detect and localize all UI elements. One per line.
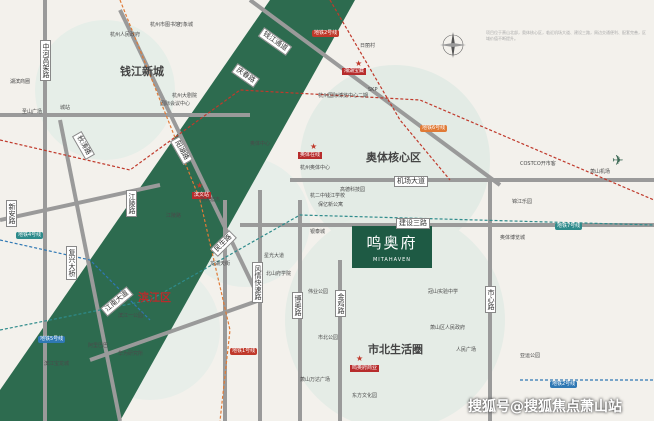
zone-circle (35, 20, 175, 160)
metro-tag: 地铁2号线 (312, 30, 340, 37)
poi-label: 滨江宝龙城 (44, 361, 70, 367)
poi-label: 滨江一公园 (118, 313, 144, 319)
poi-label: 奥体中心 (250, 141, 271, 147)
poi-label: 杭州大剧院 (172, 93, 198, 99)
poi-label: 日丽村 (360, 43, 376, 49)
poi-label: 亚运公园 (520, 353, 541, 359)
compass-icon (440, 32, 466, 58)
district-shibei: 市北生活圈 (368, 343, 423, 356)
poi-label: 华为研究所 (118, 351, 144, 357)
poi-label: 高德科技园 (340, 187, 366, 193)
metro-tag: 地铁6号线 (420, 125, 448, 132)
watermark: 搜狐号@搜狐焦点萧山站 (468, 399, 622, 415)
district-binjiang: 滨江区 (138, 291, 171, 304)
district-aoti: 奥体核心区 (366, 151, 421, 164)
star-icon: ★ (196, 181, 204, 190)
red-tag: 湘湖宝藏 (342, 68, 367, 75)
poi-label: SKP (368, 87, 378, 93)
poi-label: 市北公园 (318, 335, 339, 341)
project-name: 鸣奥府 (366, 234, 418, 252)
road-label: 复兴大桥 (66, 246, 77, 280)
map-description: 项目位于萧山北部，奥体核心区，临近机场大道、建设三路，周边交通便利、配套完善，区… (486, 30, 646, 41)
star-icon: ★ (356, 354, 364, 363)
road-label: 金鸡路 (335, 290, 346, 317)
star-icon: ★ (310, 142, 318, 151)
poi-label: 星光大道 (264, 253, 285, 259)
poi-label: 奥体博览城 (500, 235, 526, 241)
poi-label: 杭州国际博览中心二期 (318, 93, 369, 99)
zone-circle (300, 65, 490, 255)
poi-label: 杭州人民政府 (110, 32, 141, 38)
poi-label: 冠山实验中学 (428, 289, 459, 295)
poi-label: 北山府学院 (266, 271, 292, 277)
poi-label: 萧山机场 (590, 169, 611, 175)
project-marker[interactable]: 鸣奥府 MITAHAVEN (352, 226, 432, 268)
project-english-name: MITAHAVEN (372, 257, 412, 263)
road-label: 机场大道 (394, 176, 428, 187)
road-label: 市心路 (485, 286, 496, 313)
poi-label: 萧山区人民政府 (430, 325, 466, 331)
poi-label: 萧山万达广场 (300, 377, 331, 383)
metro-tag: 地铁7号线 (555, 223, 583, 230)
poi-label: 江陵路 (166, 213, 182, 219)
poi-label: 杭州奥体中心 (300, 165, 331, 171)
metro-tag: 地铁4号线 (16, 232, 44, 239)
red-tag: 奥体在线 (298, 152, 323, 159)
poi-label: 浙大宏杰 (200, 197, 221, 203)
qiantang-river (0, 0, 355, 421)
poi-label: 万象城 (178, 22, 194, 28)
poi-label: 龙湖天街 (210, 261, 231, 267)
district-qianjiang: 钱江新城 (120, 65, 164, 78)
poi-label: 圣山广场 (22, 109, 43, 115)
poi-label: 城站 (60, 105, 71, 111)
road-label: 建设三路 (396, 218, 430, 229)
poi-label: COSTCO开市客 (520, 161, 556, 167)
poi-label: 杭州市图书馆 (150, 22, 181, 28)
poi-label: 锦江乐园 (512, 199, 533, 205)
poi-label: 东方文化园 (352, 393, 378, 399)
star-icon: ★ (355, 59, 363, 68)
metro-tag: 地铁5号线 (38, 336, 66, 343)
poi-label: 保亿新公寓 (318, 202, 344, 208)
road-label: 中河高架路 (40, 40, 51, 81)
poi-label: 人民广场 (456, 347, 477, 353)
poi-label: 银泰城 (310, 229, 326, 235)
red-tag: 鸣奥府商业 (350, 365, 380, 372)
poi-label: 国际会议中心 (160, 101, 191, 107)
red-tag: 滨文站 (192, 192, 212, 199)
metro-tag: 地铁2号线 (550, 381, 578, 388)
poi-label: 阿里巴巴 (88, 343, 109, 349)
poi-label: 杭二中钱江学校 (310, 193, 346, 199)
road-label: 风情快速路 (252, 262, 263, 303)
airplane-icon: ✈ (612, 153, 624, 169)
road-label: 新安路 (6, 200, 17, 227)
road-label: 江陵路 (126, 190, 137, 217)
poi-label: 湖滨商圈 (10, 79, 31, 85)
poi-label: 伟业公园 (308, 289, 329, 295)
metro-tag: 地铁1号线 (230, 348, 258, 355)
road-label: 博奥路 (292, 292, 303, 319)
